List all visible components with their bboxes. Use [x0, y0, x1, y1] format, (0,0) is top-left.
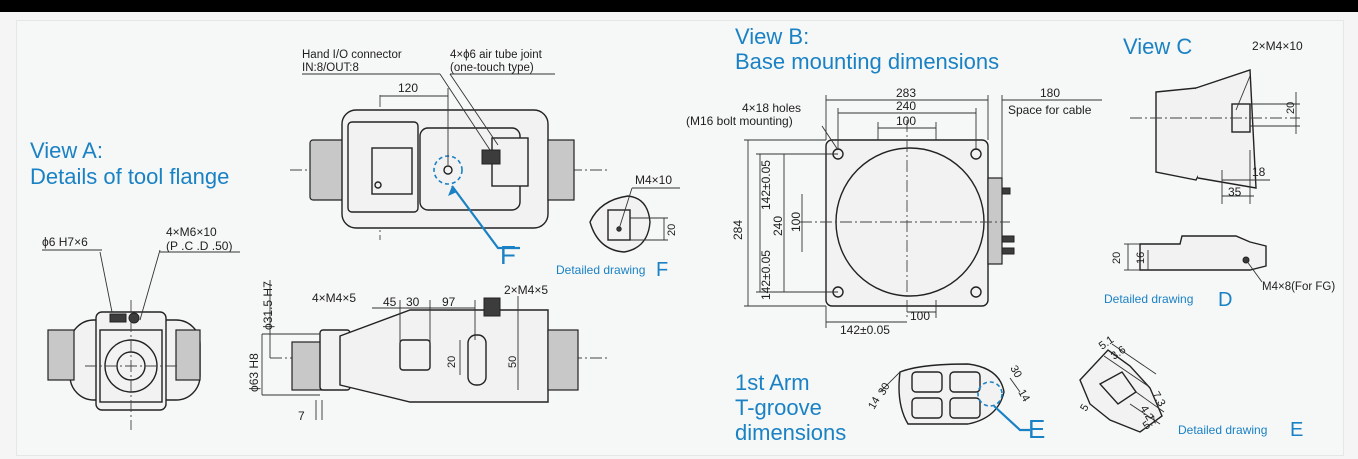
first-arm-title-line1: 1st Arm	[735, 370, 810, 395]
view-c-m4x10: 2×M4×10	[1252, 39, 1303, 53]
dim-20-side: 20	[446, 356, 458, 368]
m6-label-line2: (P .C .D .50)	[166, 239, 232, 253]
t-groove-dim-30: 30	[876, 381, 893, 398]
dim-142-lower: 142±0.05	[759, 250, 773, 300]
t-groove-dim-14: 14	[866, 395, 883, 412]
callout-e: E	[1028, 414, 1045, 444]
arm-side-view	[261, 280, 610, 420]
m4x5-label-2: 2×M4×5	[504, 283, 548, 297]
phi6-label: ϕ6 H7×6	[42, 235, 88, 249]
base-mounting-plate	[744, 95, 1102, 328]
air-tube-label-line2: (one-touch type)	[450, 62, 534, 74]
dim-142-bottom: 142±0.05	[840, 323, 890, 337]
dim-100: 100	[896, 114, 916, 128]
detail-f-dim-20: 20	[666, 224, 678, 236]
tool-flange-front-view	[47, 249, 201, 430]
t-groove-dim-30-right: 30	[1007, 364, 1024, 381]
view-c-drawing	[1130, 69, 1300, 204]
view-a-title-line1: View A:	[30, 138, 103, 163]
detail-d-caption: Detailed drawing	[1104, 292, 1193, 306]
dim-240-vertical: 240	[771, 216, 785, 236]
space-for-cable: Space for cable	[1008, 103, 1092, 117]
detail-d-letter: D	[1218, 289, 1232, 311]
air-tube-label-line1: 4×ϕ6 air tube joint	[450, 49, 543, 61]
detail-d-m4x8: M4×8(For FG)	[1262, 281, 1335, 293]
view-c-title: View C	[1123, 34, 1192, 59]
detail-f-drawing	[589, 187, 680, 253]
detail-e-dim-5: 5	[1078, 402, 1091, 413]
dim-45: 45	[383, 295, 397, 309]
dim-50-side: 50	[507, 356, 519, 368]
dim-phi315: ϕ31.5 H7	[261, 281, 275, 330]
detail-d-drawing	[1124, 235, 1267, 283]
detail-d-dim-20: 20	[1111, 252, 1123, 264]
t-groove-drawing	[879, 363, 1030, 432]
dim-97: 97	[442, 295, 456, 309]
view-c-dim-20: 20	[1285, 102, 1297, 114]
view-c-dim-18: 18	[1252, 165, 1266, 179]
dim-phi63: ϕ63 H8	[247, 353, 261, 392]
first-arm-title-line2: T-groove	[735, 395, 822, 420]
arm-top-view	[290, 95, 610, 250]
detail-f-letter: F	[656, 259, 668, 281]
dim-240: 240	[896, 99, 916, 113]
dim-142-upper: 142±0.05	[759, 160, 773, 210]
m6-label-line1: 4×M6×10	[166, 225, 217, 239]
dim-100-bottom: 100	[910, 309, 930, 323]
dim-284: 284	[731, 220, 745, 240]
dim-283: 283	[896, 86, 916, 100]
dim-30: 30	[406, 295, 420, 309]
t-groove-dim-14-right: 14	[1015, 388, 1032, 405]
detail-f-m4x10: M4×10	[635, 173, 672, 187]
view-c-dim-35: 35	[1228, 185, 1242, 199]
detail-d-dim-16: 16	[1135, 252, 1147, 264]
dim-7: 7	[298, 409, 305, 423]
hand-io-label-line1: Hand I/O connector	[302, 49, 402, 61]
top-bar	[0, 0, 1358, 12]
dim-180: 180	[1040, 86, 1060, 100]
holes-label-line2: (M16 bolt mounting)	[686, 114, 793, 128]
m4x5-label: 4×M4×5	[312, 291, 356, 305]
view-b-title-line2: Base mounting dimensions	[735, 49, 999, 74]
detail-e-drawing	[1079, 343, 1165, 433]
dim-100-vertical: 100	[789, 212, 803, 232]
detail-e-letter: E	[1290, 419, 1303, 441]
view-b-title-line1: View B:	[735, 24, 809, 49]
detail-e-caption: Detailed drawing	[1178, 423, 1267, 437]
detail-f-caption: Detailed drawing	[556, 263, 645, 277]
hand-io-label-line2: IN:8/OUT:8	[302, 62, 359, 74]
dim-120: 120	[398, 81, 418, 95]
holes-label-line1: 4×18 holes	[742, 101, 801, 115]
view-a-title-line2: Details of tool flange	[30, 164, 229, 189]
first-arm-title-line3: dimensions	[735, 420, 846, 445]
callout-f: F	[500, 240, 516, 270]
